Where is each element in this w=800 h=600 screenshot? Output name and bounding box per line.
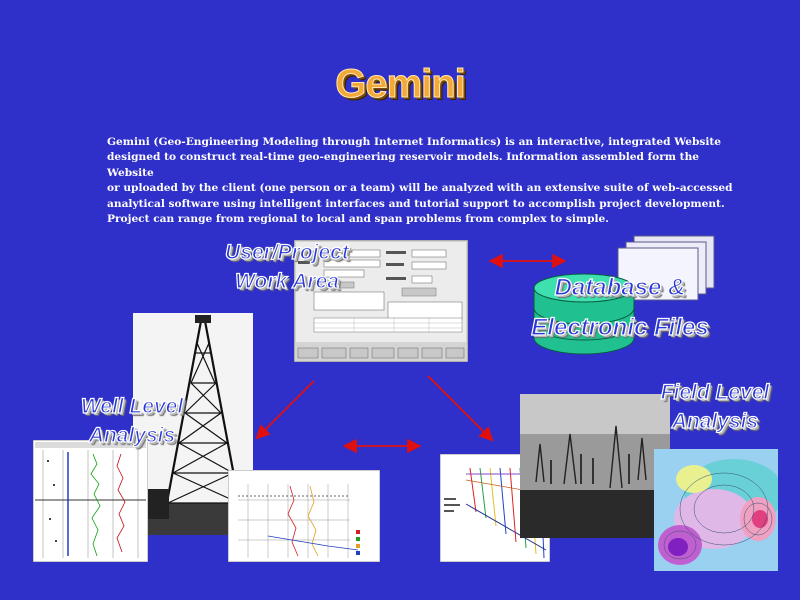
user-project-label: User/Project Work Area (225, 240, 350, 293)
contour-map-screenshot (654, 449, 778, 571)
description-text: Gemini (Geo-Engineering Modeling through… (107, 136, 733, 226)
page-title: Gemini (335, 62, 467, 107)
cross-section-log-screenshot (228, 470, 380, 562)
well-level-label: Well Level Analysis (80, 394, 184, 447)
field-level-label: Field Level Analysis (660, 380, 770, 433)
oil-field-photo (520, 394, 670, 538)
work-area-screenshot (294, 240, 468, 362)
database-icon (533, 273, 635, 355)
arrow-workarea-field (427, 375, 494, 442)
arrow-workarea-well (255, 380, 315, 440)
well-log-screenshot (33, 440, 148, 562)
database-label: Database & Electronic Files (531, 273, 710, 341)
